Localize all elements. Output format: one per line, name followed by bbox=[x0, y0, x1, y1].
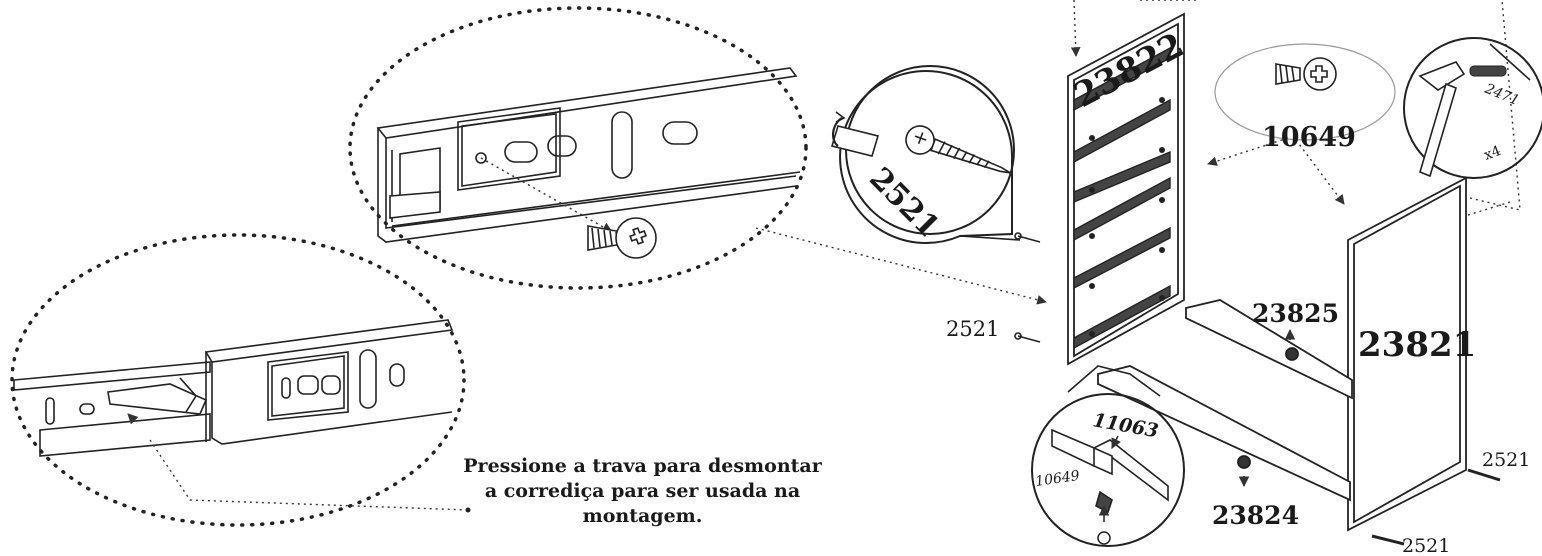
instruction-line-1: Pressione a trava para desmontar bbox=[463, 455, 822, 477]
dowel-hammer-zoom bbox=[1403, 37, 1542, 179]
back-rail-23824 bbox=[1097, 365, 1351, 502]
panel-screws bbox=[1089, 97, 1165, 337]
screwdriver-icon bbox=[830, 111, 880, 157]
slide-rail-detail bbox=[376, 67, 801, 243]
label-2521-left: 2521 bbox=[946, 317, 999, 341]
instruction-note: Pressione a trava para desmontar a corre… bbox=[420, 454, 865, 529]
side-panel-23821 bbox=[1347, 176, 1467, 532]
label-x4: x4 bbox=[1482, 143, 1503, 164]
slide-inner-rail bbox=[13, 361, 211, 457]
label-23821: 23821 bbox=[1358, 325, 1476, 365]
slide-screw-zoom bbox=[348, 6, 808, 290]
long-screw-icon bbox=[905, 125, 1011, 174]
bottom-screws bbox=[1014, 232, 1501, 546]
front-rail-23825 bbox=[1185, 299, 1353, 400]
screw-10649-callout bbox=[1214, 43, 1396, 141]
screw-2521-zoom bbox=[830, 65, 1021, 244]
label-10649-small: 10649 bbox=[1034, 468, 1080, 490]
hammer-icon bbox=[1418, 61, 1466, 178]
instruction-line-2: a corrediça para ser usada na bbox=[484, 480, 801, 502]
side-panel-23822 bbox=[1067, 12, 1185, 366]
slide-lock-zoom bbox=[10, 233, 469, 527]
label-23825: 23825 bbox=[1252, 299, 1339, 328]
screw-10649-icon bbox=[587, 217, 657, 259]
label-2521-right-top: 2521 bbox=[1482, 449, 1530, 471]
slide-outer-rail bbox=[204, 319, 454, 445]
label-23824: 23824 bbox=[1212, 501, 1299, 530]
dowel-icon bbox=[1469, 65, 1507, 77]
connector-11063-zoom bbox=[1031, 365, 1185, 547]
label-2471: 2471 bbox=[1482, 80, 1522, 109]
label-11063: 11063 bbox=[1091, 409, 1160, 442]
label-10649: 10649 bbox=[1262, 122, 1356, 153]
label-2521-right-bottom: 2521 bbox=[1402, 535, 1450, 556]
instruction-line-3: montagem. bbox=[582, 505, 703, 527]
label-2521-zoom: 2521 bbox=[862, 161, 946, 245]
